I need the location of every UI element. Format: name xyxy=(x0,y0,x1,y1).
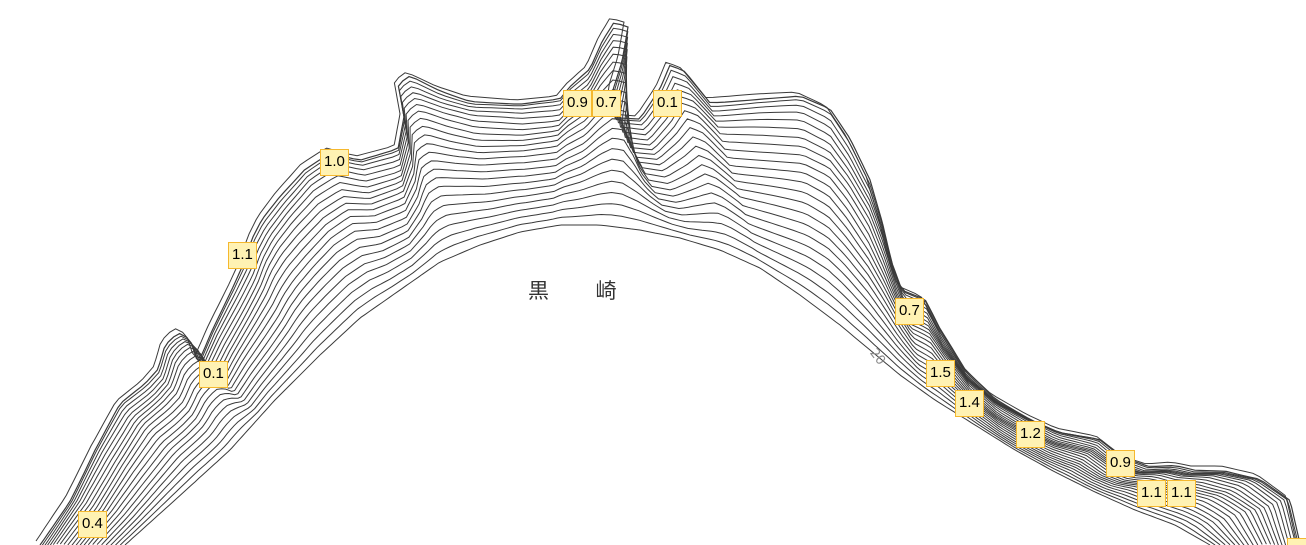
depth-marker[interactable]: 0.7 xyxy=(895,298,924,325)
contour-line xyxy=(52,53,1287,545)
depth-marker[interactable]: 1.4 xyxy=(955,390,984,417)
contour-line xyxy=(83,127,1254,545)
place-name-kurosaki: 黒 崎 xyxy=(528,279,637,303)
contour-line xyxy=(119,213,1216,545)
depth-marker[interactable]: 1.5 xyxy=(926,360,955,387)
depth-marker[interactable]: 0.7 xyxy=(592,90,621,117)
contour-line xyxy=(49,46,1290,545)
depth-marker[interactable] xyxy=(1287,538,1306,545)
depth-marker[interactable]: 0.9 xyxy=(563,90,592,117)
contour-line xyxy=(87,137,1250,545)
contour-line xyxy=(110,191,1226,545)
depth-marker[interactable]: 1.2 xyxy=(1016,421,1045,448)
contour-line xyxy=(56,61,1283,545)
contour-line xyxy=(39,22,1301,545)
depth-marker[interactable]: 0.1 xyxy=(653,90,682,117)
depth-marker[interactable]: 0.9 xyxy=(1106,450,1135,477)
shoreline-outline xyxy=(35,18,1297,542)
contour-line xyxy=(92,148,1245,545)
depth-marker[interactable]: 1.1 xyxy=(1137,480,1166,507)
depth-marker[interactable]: 1.1 xyxy=(1167,480,1196,507)
depth-marker[interactable]: 1.1 xyxy=(228,242,257,269)
depth-marker[interactable]: 0.1 xyxy=(199,361,228,388)
contour-line xyxy=(75,108,1263,545)
contour-line xyxy=(124,224,1211,545)
contour-line xyxy=(47,40,1293,545)
depth-marker[interactable]: 0.4 xyxy=(78,511,107,538)
depth-marker[interactable]: 1.0 xyxy=(320,149,349,176)
